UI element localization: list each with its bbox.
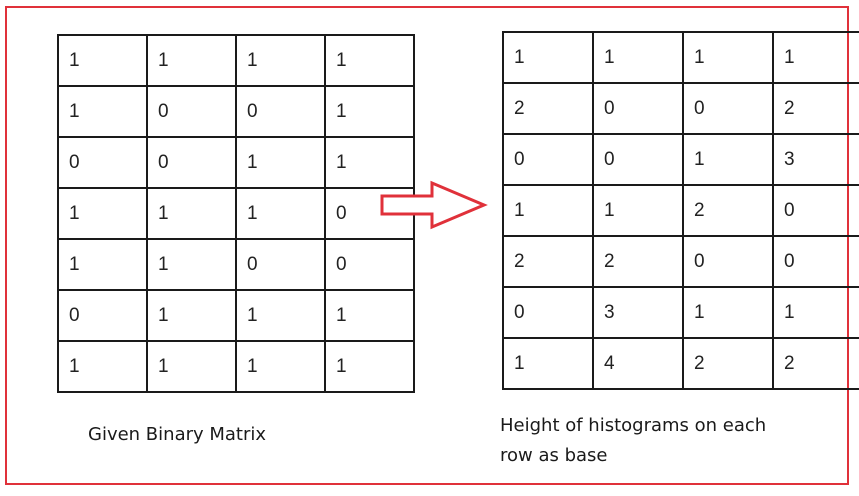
histogram-matrix-cell: 4	[592, 337, 684, 390]
binary-matrix-cell: 0	[146, 85, 237, 138]
histogram-matrix-cell: 3	[772, 133, 859, 186]
histogram-matrix-cell: 0	[592, 133, 684, 186]
binary-matrix-cell: 1	[146, 340, 237, 393]
histogram-matrix-cell: 1	[682, 133, 774, 186]
binary-matrix-cell: 0	[57, 136, 148, 189]
binary-matrix-cell: 1	[146, 289, 237, 342]
binary-matrix-cell: 1	[235, 187, 326, 240]
binary-matrix-cell: 1	[235, 34, 326, 87]
histogram-matrix-cell: 1	[502, 184, 594, 237]
binary-matrix-cell: 1	[235, 136, 326, 189]
binary-matrix-cell: 1	[324, 34, 415, 87]
histogram-matrix-cell: 0	[502, 133, 594, 186]
histogram-matrix-cell: 0	[772, 184, 859, 237]
binary-matrix-cell: 1	[324, 289, 415, 342]
histogram-matrix-cell: 0	[682, 82, 774, 135]
binary-matrix-cell: 0	[324, 238, 415, 291]
histogram-matrix-cell: 1	[682, 286, 774, 339]
binary-matrix-cell: 0	[57, 289, 148, 342]
histogram-matrix-cell: 2	[682, 184, 774, 237]
right-arrow-icon	[380, 180, 488, 230]
histogram-matrix-cell: 2	[502, 235, 594, 288]
histogram-matrix-cell: 3	[592, 286, 684, 339]
histogram-matrix-cell: 1	[592, 184, 684, 237]
histogram-matrix-cell: 1	[592, 31, 684, 84]
histogram-matrix-cell: 2	[772, 82, 859, 135]
binary-matrix-cell: 0	[235, 238, 326, 291]
binary-matrix-cell: 1	[57, 85, 148, 138]
histogram-matrix-cell: 1	[502, 337, 594, 390]
binary-matrix-cell: 1	[57, 340, 148, 393]
binary-matrix-cell: 0	[146, 136, 237, 189]
binary-matrix-cell: 1	[235, 340, 326, 393]
binary-matrix-cell: 1	[57, 187, 148, 240]
histogram-matrix-cell: 2	[772, 337, 859, 390]
histogram-matrix-cell: 1	[682, 31, 774, 84]
binary-matrix-cell: 1	[146, 238, 237, 291]
right-matrix-caption: Height of histograms on each row as base	[500, 411, 830, 471]
binary-matrix-cell: 1	[146, 187, 237, 240]
histogram-matrix-cell: 1	[772, 31, 859, 84]
left-matrix-caption: Given Binary Matrix	[88, 424, 267, 445]
binary-matrix-cell: 1	[57, 34, 148, 87]
binary-matrix-cell: 1	[324, 85, 415, 138]
histogram-matrix-cell: 0	[682, 235, 774, 288]
binary-matrix-cell: 0	[235, 85, 326, 138]
histogram-matrix-cell: 0	[592, 82, 684, 135]
histogram-matrix-cell: 1	[502, 31, 594, 84]
histogram-matrix-cell: 0	[772, 235, 859, 288]
right-caption-line-1: Height of histograms on each	[500, 415, 767, 436]
histogram-matrix-cell: 1	[772, 286, 859, 339]
binary-matrix-cell: 1	[57, 238, 148, 291]
binary-matrix-cell: 1	[324, 340, 415, 393]
histogram-matrix-cell: 2	[502, 82, 594, 135]
binary-matrix-cell: 1	[324, 136, 415, 189]
histogram-matrix-cell: 0	[502, 286, 594, 339]
binary-matrix-cell: 1	[235, 289, 326, 342]
histogram-matrix-cell: 2	[682, 337, 774, 390]
right-caption-line-2: row as base	[500, 445, 608, 466]
binary-matrix-cell: 1	[146, 34, 237, 87]
histogram-matrix-cell: 2	[592, 235, 684, 288]
